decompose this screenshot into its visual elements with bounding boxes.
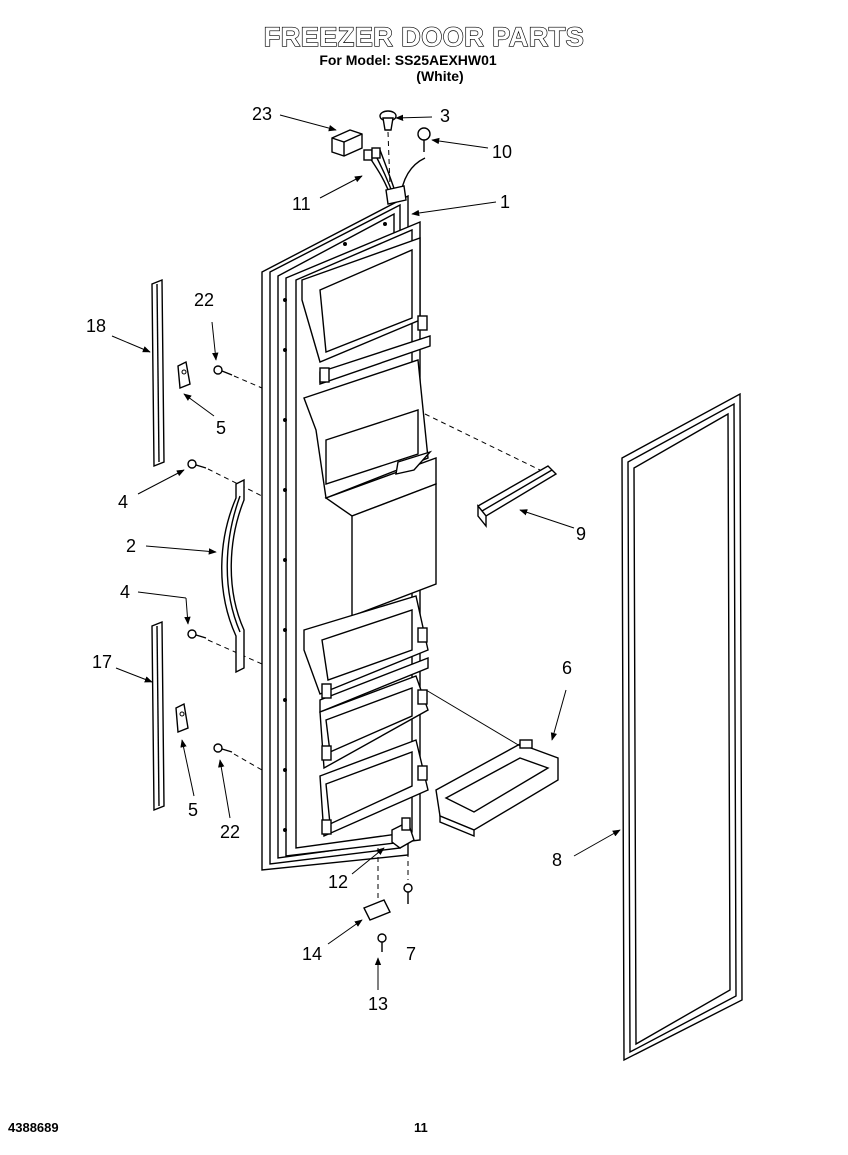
callout-9: 9 [576, 524, 586, 544]
callout-2: 2 [126, 536, 136, 556]
trim-strip-upper [151, 278, 165, 468]
callout-17: 17 [92, 652, 112, 672]
trim-clip-upper [177, 360, 191, 389]
door-bin [425, 689, 559, 838]
callout-8: 8 [552, 850, 562, 870]
wire-connector [331, 129, 363, 157]
door-gasket [621, 392, 743, 1062]
callout-14: 14 [302, 944, 322, 964]
dispenser-trim-bar [424, 413, 558, 528]
callout-1: 1 [500, 192, 510, 212]
callout-22-upper: 22 [194, 290, 214, 310]
hinge-assembly [363, 817, 415, 952]
screws [187, 365, 263, 771]
document-number: 4388689 [8, 1120, 59, 1135]
callout-5-lower: 5 [188, 800, 198, 820]
callout-18: 18 [86, 316, 106, 336]
callout-10: 10 [492, 142, 512, 162]
callout-22-lower: 22 [220, 822, 240, 842]
callout-3: 3 [440, 106, 450, 126]
callout-5-upper: 5 [216, 418, 226, 438]
callout-11: 11 [292, 194, 311, 214]
freezer-door-panel [261, 194, 437, 871]
trim-strip-lower [151, 620, 165, 812]
callout-23: 23 [252, 104, 272, 124]
diagram-title: FREEZER DOOR PARTS [263, 21, 585, 52]
callout-12: 12 [328, 872, 348, 892]
callout-4-upper: 4 [118, 492, 128, 512]
color-note: (White) [416, 68, 464, 84]
door-handle [221, 478, 245, 674]
trim-clip-lower [175, 702, 189, 734]
leader-lines [111, 114, 621, 990]
callout-7: 7 [406, 944, 416, 964]
door-plug [379, 110, 397, 187]
model-number: For Model: SS25AEXHW01 [319, 52, 497, 68]
callout-4-lower: 4 [120, 582, 130, 602]
wiring-harness [363, 147, 426, 205]
ground-screw [417, 127, 431, 152]
diagram-header: FREEZER DOOR PARTS For Model: SS25AEXHW0… [0, 21, 848, 84]
callout-13: 13 [368, 994, 388, 1014]
callout-6: 6 [562, 658, 572, 678]
page-number: 11 [414, 1120, 428, 1135]
